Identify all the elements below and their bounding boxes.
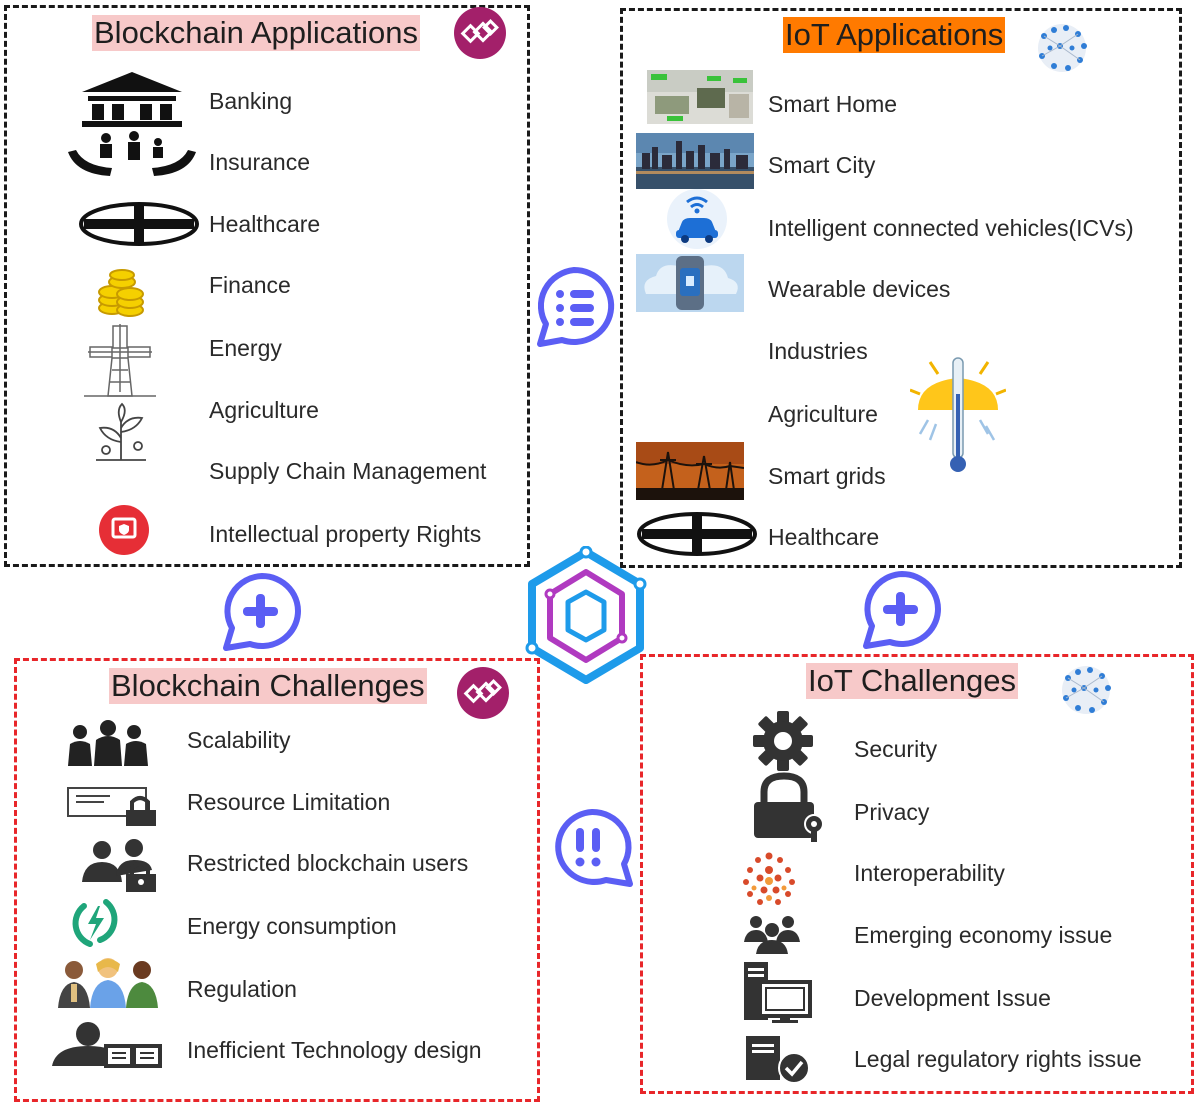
- security-gear-icon: [752, 710, 814, 772]
- iot-app-smart-grids: Smart grids: [768, 463, 886, 489]
- blockchain-iot-hexagon-logo: [522, 546, 650, 686]
- plus-chat-bubble-icon-left: [218, 572, 302, 652]
- iot-challenge-security: Security: [854, 736, 938, 762]
- blockchain-challenge-resource-limitation: Resource Limitation: [187, 789, 391, 815]
- iot-app-icvs: Intelligent connected vehicles(ICVs): [768, 215, 1134, 241]
- wearable-device-image: [636, 254, 744, 312]
- blockchain-challenges-badge-icon: [456, 666, 510, 720]
- healthcare-cross-icon: [78, 200, 200, 248]
- blockchain-app-finance: Finance: [209, 272, 291, 298]
- blockchain-challenge-energy-consumption: Energy consumption: [187, 913, 397, 939]
- blockchain-challenge-scalability: Scalability: [187, 727, 291, 753]
- blockchain-app-ip-rights: Intellectual property Rights: [209, 521, 482, 547]
- iot-globe-icon: [1030, 18, 1094, 78]
- ip-shield-icon: [98, 504, 150, 556]
- blockchain-challenges-panel: [14, 658, 540, 1102]
- plant-sprout-icon: [88, 402, 154, 464]
- privacy-lock-icon: [752, 772, 826, 844]
- list-chat-bubble-icon: [532, 266, 618, 348]
- iot-app-wearables: Wearable devices: [768, 276, 951, 302]
- iot-challenge-interoperability: Interoperability: [854, 860, 1005, 886]
- blockchain-app-agriculture: Agriculture: [209, 397, 319, 423]
- iot-challenges-title: IoT Challenges: [806, 663, 1018, 699]
- blockchain-app-energy: Energy: [209, 335, 282, 361]
- bank-icon: [76, 70, 188, 128]
- iot-app-agriculture: Agriculture: [768, 401, 878, 427]
- blockchain-app-healthcare: Healthcare: [209, 211, 321, 237]
- regulation-people-icon: [56, 956, 160, 1008]
- iot-challenge-emerging-economy: Emerging economy issue: [854, 922, 1113, 948]
- iot-challenges-globe-icon: [1054, 660, 1118, 720]
- tech-design-icon: [50, 1020, 164, 1070]
- connected-car-icon: [666, 188, 728, 250]
- iot-app-industries: Industries: [768, 338, 868, 364]
- iot-challenge-legal-rights: Legal regulatory rights issue: [854, 1046, 1142, 1072]
- energy-consumption-icon: [68, 894, 122, 952]
- legal-server-check-icon: [744, 1034, 816, 1084]
- iot-challenges-panel: [640, 654, 1194, 1094]
- iot-applications-panel: [620, 8, 1182, 568]
- blockchain-badge-icon: [453, 6, 507, 60]
- smart-city-image: [636, 133, 754, 189]
- iot-app-healthcare: Healthcare: [768, 524, 880, 550]
- blockchain-app-supply-chain: Supply Chain Management: [209, 458, 487, 484]
- people-group-icon: [68, 718, 148, 768]
- plus-chat-bubble-icon-right: [858, 570, 942, 650]
- blockchain-challenge-restricted-users: Restricted blockchain users: [187, 850, 469, 876]
- blockchain-applications-title: Blockchain Applications: [92, 15, 420, 51]
- smart-home-image: [647, 70, 753, 124]
- iot-challenge-development: Development Issue: [854, 985, 1051, 1011]
- iot-challenge-privacy: Privacy: [854, 799, 930, 825]
- restricted-users-icon: [80, 838, 160, 892]
- blockchain-challenge-regulation: Regulation: [187, 976, 297, 1002]
- iot-app-smart-city: Smart City: [768, 152, 876, 178]
- iot-applications-title: IoT Applications: [783, 17, 1006, 53]
- gold-coins-icon: [96, 268, 146, 318]
- blockchain-challenges-title: Blockchain Challenges: [109, 668, 427, 704]
- insurance-family-icon: [66, 130, 198, 182]
- blockchain-app-banking: Banking: [209, 88, 293, 114]
- blockchain-applications-panel: [4, 5, 530, 567]
- economy-people-icon: [742, 912, 802, 954]
- blockchain-app-insurance: Insurance: [209, 149, 311, 175]
- resource-limit-icon: [66, 782, 160, 828]
- windmill-icon: [82, 322, 158, 398]
- smart-grid-image: [636, 442, 744, 500]
- development-computer-icon: [742, 960, 812, 1024]
- iot-app-smart-home: Smart Home: [768, 91, 898, 117]
- iot-healthcare-cross-icon: [636, 510, 758, 558]
- alert-chat-bubble-icon: [552, 808, 638, 888]
- weather-thermometer-icon: [910, 354, 1006, 476]
- interoperability-dots-icon: [738, 850, 800, 908]
- blockchain-challenge-tech-design: Inefficient Technology design: [187, 1037, 482, 1063]
